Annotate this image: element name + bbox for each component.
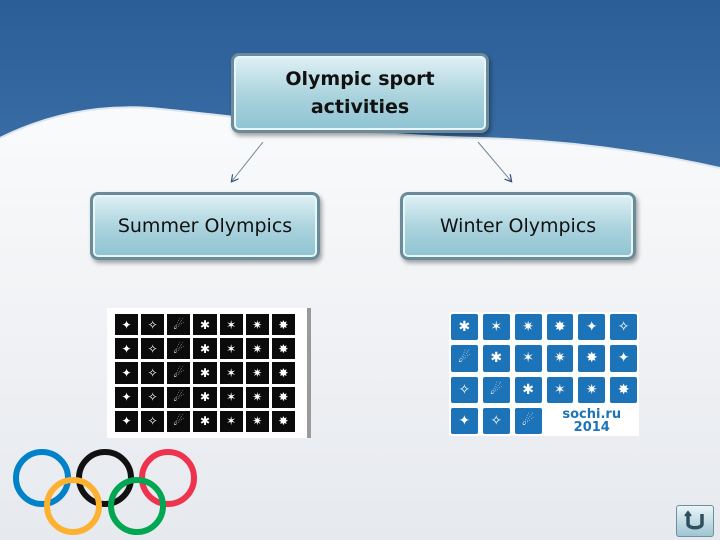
sochi-2014-logo: sochi.ru 2014 xyxy=(546,406,637,435)
taekwondo-icon: ✷ xyxy=(245,362,269,384)
canoe-icon: ✷ xyxy=(245,338,269,360)
rowing-icon: ✧ xyxy=(141,338,165,360)
sochi-logo-line2: 2014 xyxy=(573,419,610,435)
sailing-icon: ✧ xyxy=(141,362,165,384)
cyclist-icon: ☄ xyxy=(167,314,191,336)
parallel-icon: ☄ xyxy=(514,407,542,434)
weightlifting-icon: ✦ xyxy=(115,362,139,384)
short-track-icon: ✷ xyxy=(546,345,574,372)
winter-pictograms-image: ✱✶✷✸✦✧☄✱✶✷✸✦✧☄✱✶✷✸✦✧☄ sochi.ru 2014 xyxy=(449,312,639,436)
ski-cross-icon: ✧ xyxy=(482,407,510,434)
ski-jumping-icon: ✦ xyxy=(610,345,637,372)
mountain-bike-icon: ✦ xyxy=(115,410,139,432)
baseball-icon: ✷ xyxy=(245,410,269,432)
summer-olympics-node: Summer Olympics xyxy=(90,192,320,260)
nordic-combined-icon: ✶ xyxy=(514,345,542,372)
luge-icon: ✱ xyxy=(482,345,510,372)
bmx-icon: ✧ xyxy=(141,410,165,432)
ring-black xyxy=(76,449,134,507)
cross-country-icon: ✷ xyxy=(514,314,542,341)
water-polo-icon: ✱ xyxy=(193,410,217,432)
speed-skating-icon: ☄ xyxy=(482,376,510,403)
runner-icon: ✦ xyxy=(115,314,139,336)
root-node: Olympic sport activities xyxy=(231,53,489,133)
sochi-logo-line1: sochi.ru xyxy=(562,406,622,422)
basketball-icon: ✦ xyxy=(115,386,139,408)
triathlon-icon: ✱ xyxy=(193,362,217,384)
ring-yellow xyxy=(44,477,102,535)
ring-green xyxy=(108,477,166,535)
volleyball-icon: ☄ xyxy=(167,338,191,360)
judo-icon: ✶ xyxy=(219,362,243,384)
fencing-icon: ✶ xyxy=(219,338,243,360)
synchro-icon: ☄ xyxy=(167,410,191,432)
snowboard-icon: ✧ xyxy=(451,376,478,403)
root-node-label: Olympic sport activities xyxy=(285,68,435,118)
boxer-icon: ✶ xyxy=(219,314,243,336)
bobsleigh-icon: ✶ xyxy=(482,314,510,341)
badminton-icon: ✱ xyxy=(193,386,217,408)
figure-skating-icon: ✦ xyxy=(578,314,606,341)
gymnast-icon: ✱ xyxy=(193,314,217,336)
return-icon xyxy=(684,510,704,530)
curling-icon: ✸ xyxy=(546,314,574,341)
winter-olympics-label: Winter Olympics xyxy=(439,215,597,237)
freestyle-icon: ✧ xyxy=(610,314,637,341)
ring-red xyxy=(139,449,197,507)
table-tennis-icon: ✶ xyxy=(219,386,243,408)
wrestling-icon: ✱ xyxy=(193,338,217,360)
equestrian-icon: ☄ xyxy=(167,362,191,384)
return-button[interactable] xyxy=(676,505,714,537)
summer-pictograms-image: ✦✧☄✱✶✷✸✦✧☄✱✶✷✸✦✧☄✱✶✷✸✦✧☄✱✶✷✸✦✧☄✱✶✷✸ xyxy=(107,308,311,438)
alpine-skiing-icon: ✱ xyxy=(514,376,542,403)
aerials-icon: ✶ xyxy=(546,376,574,403)
ice-hockey-icon: ☄ xyxy=(451,345,478,372)
softball-icon: ✶ xyxy=(219,410,243,432)
football-icon: ☄ xyxy=(167,386,191,408)
diver-icon: ✷ xyxy=(245,314,269,336)
slopestyle-icon: ✸ xyxy=(610,376,637,403)
olympic-rings-logo xyxy=(13,449,197,535)
pentathlon-icon: ✷ xyxy=(245,386,269,408)
trampoline-icon: ✸ xyxy=(271,386,295,408)
arrow-to-winter xyxy=(477,141,511,181)
hockey-icon: ✧ xyxy=(141,386,165,408)
kayak-icon: ✸ xyxy=(271,410,295,432)
moguls-icon: ✷ xyxy=(578,376,606,403)
winter-olympics-node: Winter Olympics xyxy=(400,192,636,260)
ring-blue xyxy=(13,449,71,507)
summer-olympics-label: Summer Olympics xyxy=(117,215,293,237)
swimmer-icon: ✧ xyxy=(141,314,165,336)
handball-icon: ✸ xyxy=(271,314,295,336)
skeleton-icon: ✸ xyxy=(578,345,606,372)
shooting-icon: ✸ xyxy=(271,362,295,384)
halfpipe-icon: ✦ xyxy=(451,407,478,434)
archery-icon: ✦ xyxy=(115,338,139,360)
tennis-icon: ✸ xyxy=(271,338,295,360)
biathlon-icon: ✱ xyxy=(451,314,478,341)
arrow-to-summer xyxy=(232,141,264,181)
